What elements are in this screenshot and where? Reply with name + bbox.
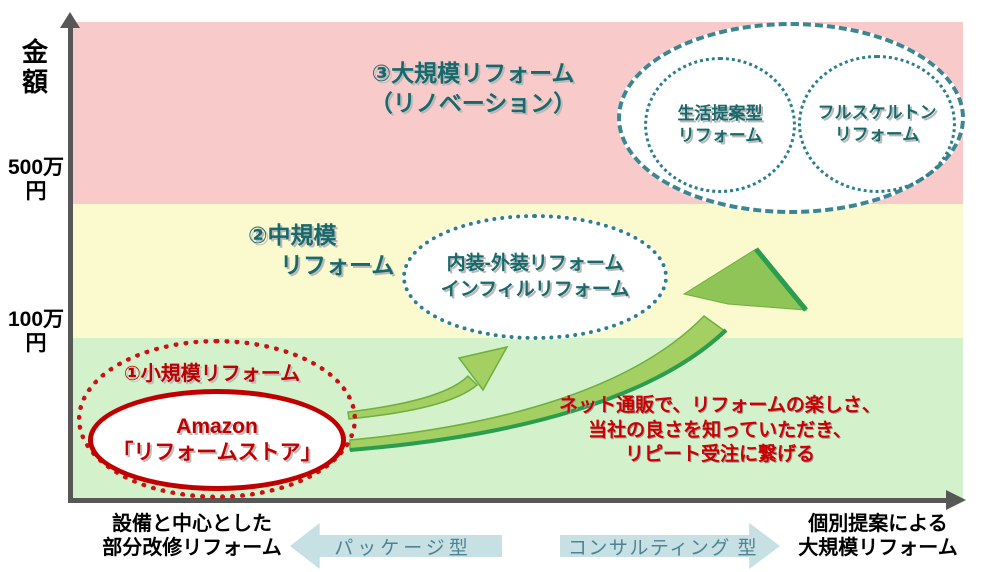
y-axis-arrow-icon [60, 12, 80, 28]
zone3-title-line1: ③大規模リフォーム [371, 60, 575, 86]
y-tick-500: 500万円 [7, 156, 65, 203]
x-axis-right-label-line1: 個別提案による [808, 513, 948, 535]
bubble-full-skeleton-reform: フルスケルトン リフォーム [798, 55, 956, 193]
y-axis-label: 金額 [21, 37, 48, 97]
zone2-title-line2: リフォーム [280, 252, 395, 279]
strategy-message-line1: ネット通販で、リフォームの楽しさ、 [559, 395, 881, 416]
x-axis-right-label-line2: 大規模リフォーム [798, 537, 958, 560]
bubble-amazon-line1: Amazon [176, 414, 258, 438]
bubble-skeleton-line2: リフォーム [834, 125, 920, 144]
package-type-arrow-label: パッケージ型 [334, 537, 472, 559]
zone1-dotted-ellipse [77, 339, 357, 499]
bubble-interior-line1: 内装-外装リフォーム [446, 253, 624, 275]
y-tick-100: 100万円 [7, 308, 65, 355]
strategy-message-line2: 当社の良さを知っていただき、 [588, 419, 852, 441]
package-type-arrow: パッケージ型 [290, 523, 502, 569]
bubble-amazon-line2: 「リフォームストア」 [112, 441, 322, 464]
bubble-interior-line2: インフィルリフォーム [440, 279, 630, 300]
y-axis-line [68, 24, 73, 502]
bubble-amazon-reform-store: Amazon 「リフォームストア」 [88, 389, 346, 491]
strategy-message: ネット通販で、リフォームの楽しさ、 当社の良さを知っていただき、 リピート受注に… [545, 394, 895, 468]
bubble-skeleton-line1: フルスケルトン [817, 102, 937, 122]
zone1-title: ①小規模リフォーム [123, 363, 301, 385]
consulting-type-arrow-label: コンサルティング 型 [567, 537, 759, 559]
zone2-title: ②中規模 リフォーム [248, 220, 394, 281]
bubble-lifestyle-proposal-reform: 生活提案型 リフォーム [644, 57, 796, 193]
consulting-type-arrow: コンサルティング 型 [560, 523, 780, 569]
x-axis-arrow-icon [946, 490, 966, 510]
x-axis-left-label: 設備と中心とした 部分改修リフォーム [96, 512, 288, 561]
x-axis-left-label-line1: 設備と中心とした [112, 513, 272, 535]
x-axis-line [68, 498, 950, 503]
strategy-message-line3: リピート受注に繋げる [624, 444, 815, 466]
zone3-title: ③大規模リフォーム （リノベーション） [345, 58, 601, 119]
bubble-lifestyle-line1: 生活提案型 [677, 103, 763, 123]
bubble-lifestyle-line2: リフォーム [677, 126, 763, 145]
x-axis-left-label-line2: 部分改修リフォーム [102, 537, 282, 560]
x-axis-right-label: 個別提案による 大規模リフォーム [786, 512, 970, 561]
bubble-interior-exterior-reform: 内装-外装リフォーム インフィルリフォーム [402, 214, 668, 340]
zone2-title-line1: ②中規模 [248, 222, 337, 248]
zone3-title-line2: （リノベーション） [369, 90, 577, 117]
